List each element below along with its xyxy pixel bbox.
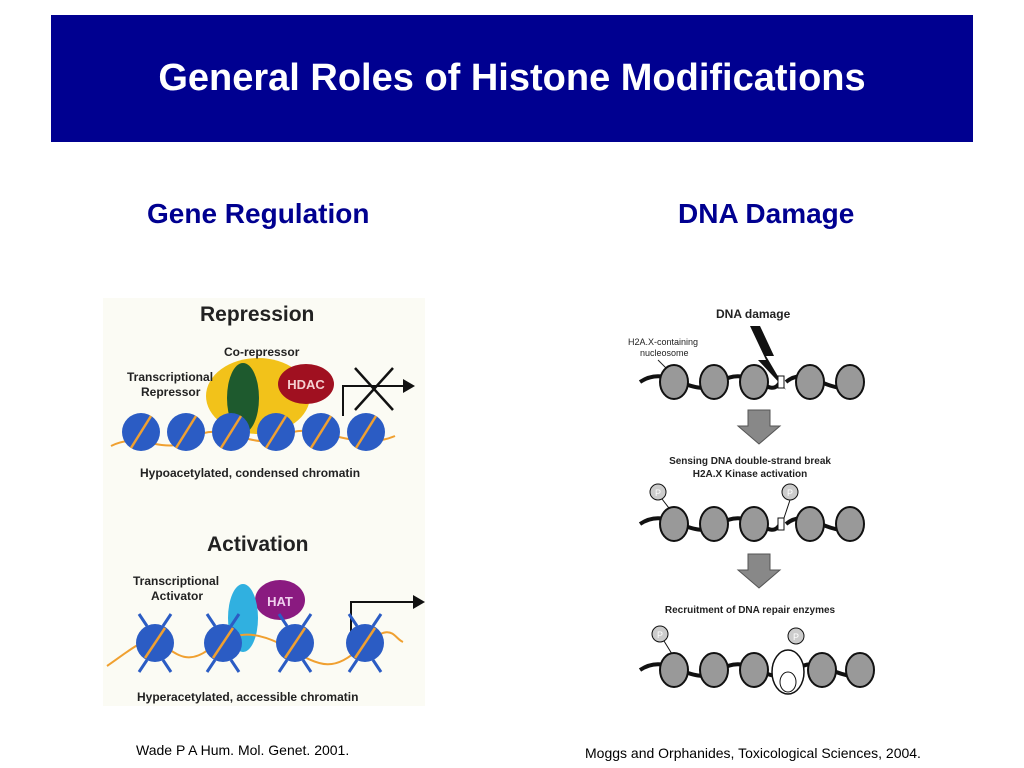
- citation-left: Wade P A Hum. Mol. Genet. 2001.: [136, 742, 350, 758]
- activation-promoter-arrow: [350, 601, 413, 638]
- nucleosome-label-line1: H2A.X-containing: [628, 337, 698, 347]
- dna-damage-diagram: DNA damage H2A.X-containing nucleosome S…: [628, 307, 875, 695]
- chromatin-row-3: [638, 649, 875, 695]
- activation-caption: Hyperacetylated, accessible chromatin: [137, 690, 358, 704]
- gene-regulation-figure: Repression HDAC Co-repressor Transcripti…: [103, 298, 425, 706]
- phospho-marker-1: [649, 483, 667, 501]
- condensed-chromatin: [110, 413, 396, 451]
- promoter-arrowhead: [403, 379, 415, 393]
- step2-line2: H2A.X Kinase activation: [693, 469, 807, 480]
- repressor-label-line1: Transcriptional: [127, 370, 213, 384]
- dna-damage-heading: DNA Damage: [678, 198, 855, 229]
- phospho-marker-3: [651, 625, 669, 643]
- activation-arrowhead: [413, 595, 425, 609]
- chromatin-row-2: [638, 506, 865, 542]
- down-arrow-1: [736, 409, 782, 445]
- title-bar: General Roles of Histone Modifications: [51, 15, 973, 142]
- down-arrow-2: [736, 553, 782, 589]
- hdac-shape: [278, 364, 334, 404]
- phospho-label-4: P: [793, 632, 799, 642]
- step2-line1: Sensing DNA double-strand break: [669, 456, 831, 467]
- repression-caption: Hypoacetylated, condensed chromatin: [140, 466, 360, 480]
- hdac-label: HDAC: [287, 377, 325, 392]
- repression-title: Repression: [200, 303, 314, 326]
- gene-regulation-diagram: Repression HDAC Co-repressor Transcripti…: [106, 303, 425, 704]
- co-repressor-label: Co-repressor: [224, 345, 300, 359]
- phospho-label-2: P: [787, 488, 793, 498]
- phospho-label-1: P: [655, 488, 661, 498]
- nucleosome-label-line2: nucleosome: [640, 348, 689, 358]
- dna-damage-label: DNA damage: [716, 307, 791, 321]
- accessible-chromatin: [106, 613, 404, 673]
- repressor-label-line2: Repressor: [141, 385, 201, 399]
- dna-damage-figure: DNA damage H2A.X-containing nucleosome S…: [610, 298, 890, 702]
- step3-label: Recruitment of DNA repair enzymes: [665, 605, 836, 616]
- gene-regulation-heading: Gene Regulation: [147, 198, 370, 229]
- hat-shape: [255, 580, 305, 620]
- activator-label-line1: Transcriptional: [133, 574, 219, 588]
- phospho-label-3: P: [657, 630, 663, 640]
- activation-title: Activation: [207, 533, 309, 556]
- phospho-marker-4: [787, 627, 805, 645]
- promoter-arrow: [342, 385, 403, 416]
- lightning-bolt-icon: [750, 326, 786, 390]
- slide-title: General Roles of Histone Modifications: [158, 57, 866, 99]
- activator-label-line2: Activator: [151, 589, 203, 603]
- hat-label: HAT: [267, 594, 293, 609]
- citation-right: Moggs and Orphanides, Toxicological Scie…: [585, 745, 921, 761]
- block-x-line2: [354, 367, 394, 411]
- chromatin-row-1: [638, 364, 865, 400]
